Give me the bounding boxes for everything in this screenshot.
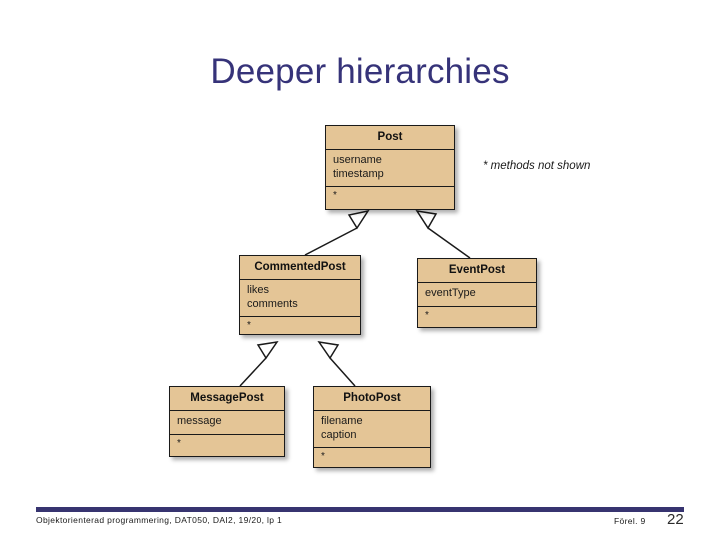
uml-class-name-eventpost: EventPost [418, 259, 536, 283]
footer-page-number: 22 [667, 511, 684, 528]
uml-methods-messagepost: * [177, 437, 181, 449]
uml-attribute: eventType [425, 287, 476, 299]
uml-class-diagram: Post --> Post --> CommentedPost --> Comm… [169, 125, 591, 468]
inheritance-connectors: Post --> Post --> CommentedPost --> Comm… [239, 209, 471, 387]
uml-attributes-commentedpost: likes comments [240, 280, 360, 317]
uml-methods-photopost: * [321, 451, 325, 462]
uml-attribute: timestamp [333, 167, 384, 180]
uml-attribute: likes [247, 284, 270, 296]
generalization-arrow-commentedpost-post [347, 209, 370, 230]
generalization-arrow-photopost-commentedpost [317, 340, 340, 360]
uml-attributes-photopost: filename caption [314, 411, 430, 448]
footer-course-label: Objektorienterad programmering, DAT050, … [36, 515, 283, 525]
uml-methods-commentedpost: * [247, 320, 251, 331]
uml-class-name-post: Post [326, 126, 454, 150]
uml-attribute: caption [321, 428, 357, 441]
diagram-footnote: * methods not shown [483, 160, 591, 172]
uml-attributes-messagepost: message [170, 411, 284, 435]
uml-class-name-messagepost: MessagePost [170, 387, 284, 411]
uml-attributes-post: username timestamp [326, 150, 454, 187]
generalization-arrow-messagepost-commentedpost [256, 340, 279, 360]
page-title: Deeper hierarchies [210, 52, 510, 91]
generalization-line-photopost-commentedpost [329, 357, 356, 387]
generalization-arrow-eventpost-post [415, 209, 438, 230]
uml-attribute: message [177, 415, 222, 427]
generalization-line-eventpost-post [427, 227, 471, 259]
uml-class-post[interactable]: Post username timestamp * [325, 125, 455, 210]
uml-attribute: filename [321, 415, 363, 427]
uml-class-name-photopost: PhotoPost [314, 387, 430, 411]
uml-class-eventpost[interactable]: EventPost eventType * [417, 258, 537, 328]
uml-attribute: comments [247, 297, 298, 310]
uml-class-photopost[interactable]: PhotoPost filename caption * [313, 386, 431, 468]
uml-class-messagepost[interactable]: MessagePost message * [169, 386, 285, 457]
uml-methods-eventpost: * [425, 309, 429, 321]
uml-methods-post: * [333, 190, 337, 201]
uml-attribute: username [333, 154, 382, 166]
uml-class-name-commentedpost: CommentedPost [240, 256, 360, 280]
uml-attributes-eventpost: eventType [418, 283, 536, 307]
generalization-line-messagepost-commentedpost [239, 357, 267, 387]
footer-lecture-label: Förel. 9 [614, 516, 646, 526]
generalization-line-commentedpost-post [304, 227, 358, 256]
footer-divider [36, 507, 684, 512]
uml-class-commentedpost[interactable]: CommentedPost likes comments * [239, 255, 361, 335]
